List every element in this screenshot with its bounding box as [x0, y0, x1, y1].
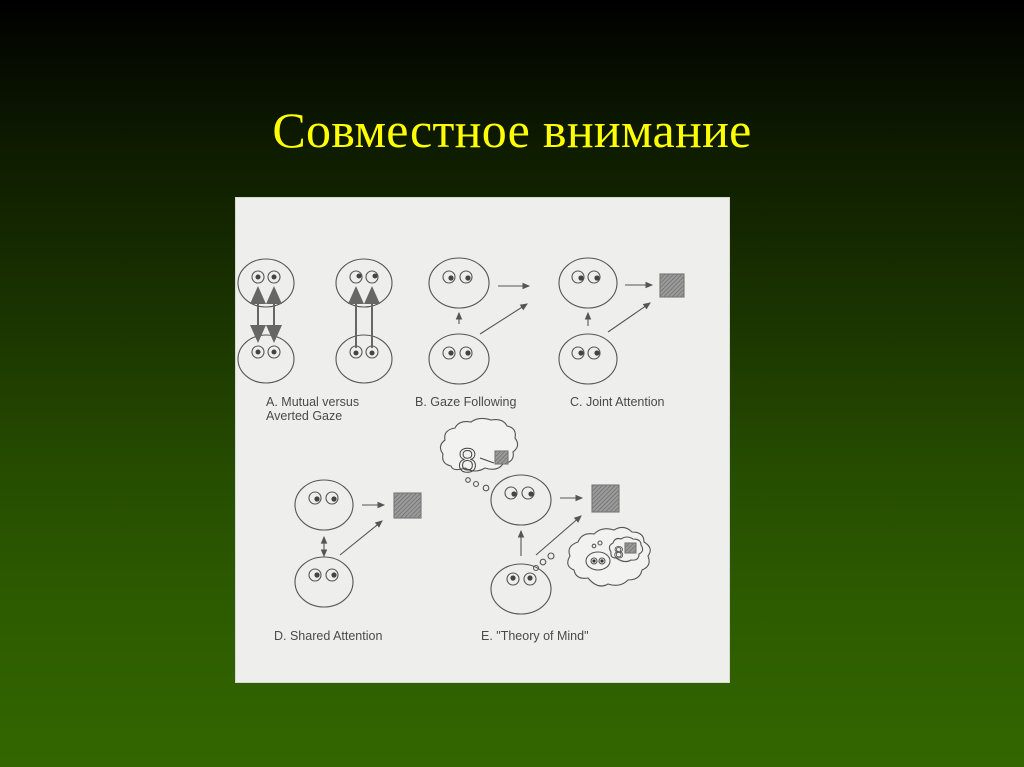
caption-e: E. "Theory of Mind" [481, 629, 589, 643]
panel-a-averted [335, 258, 393, 384]
panel-c-joint-attention [558, 257, 685, 385]
slide-title: Совместное внимание [272, 102, 752, 158]
panel-d-shared-attention [294, 479, 422, 608]
caption-d: D. Shared Attention [274, 629, 383, 643]
panel-a-mutual [237, 258, 295, 384]
caption-a-line1: A. Mutual versus [266, 395, 360, 409]
thought-glyph-eight-small: 8 [614, 543, 623, 562]
joint-attention-figure: 8 8 A. Mutual versus Averted Gaze B. Gaz… [236, 198, 729, 682]
panel-e-theory-of-mind: 8 8 [439, 417, 651, 615]
caption-b: B. Gaze Following [415, 395, 517, 409]
caption-c: C. Joint Attention [570, 395, 665, 409]
panel-b-gaze-following [428, 257, 531, 385]
thought-glyph-eight: 8 [458, 442, 477, 480]
diagram-canvas: 8 8 [237, 257, 685, 615]
caption-a-line2: Averted Gaze [266, 409, 343, 423]
